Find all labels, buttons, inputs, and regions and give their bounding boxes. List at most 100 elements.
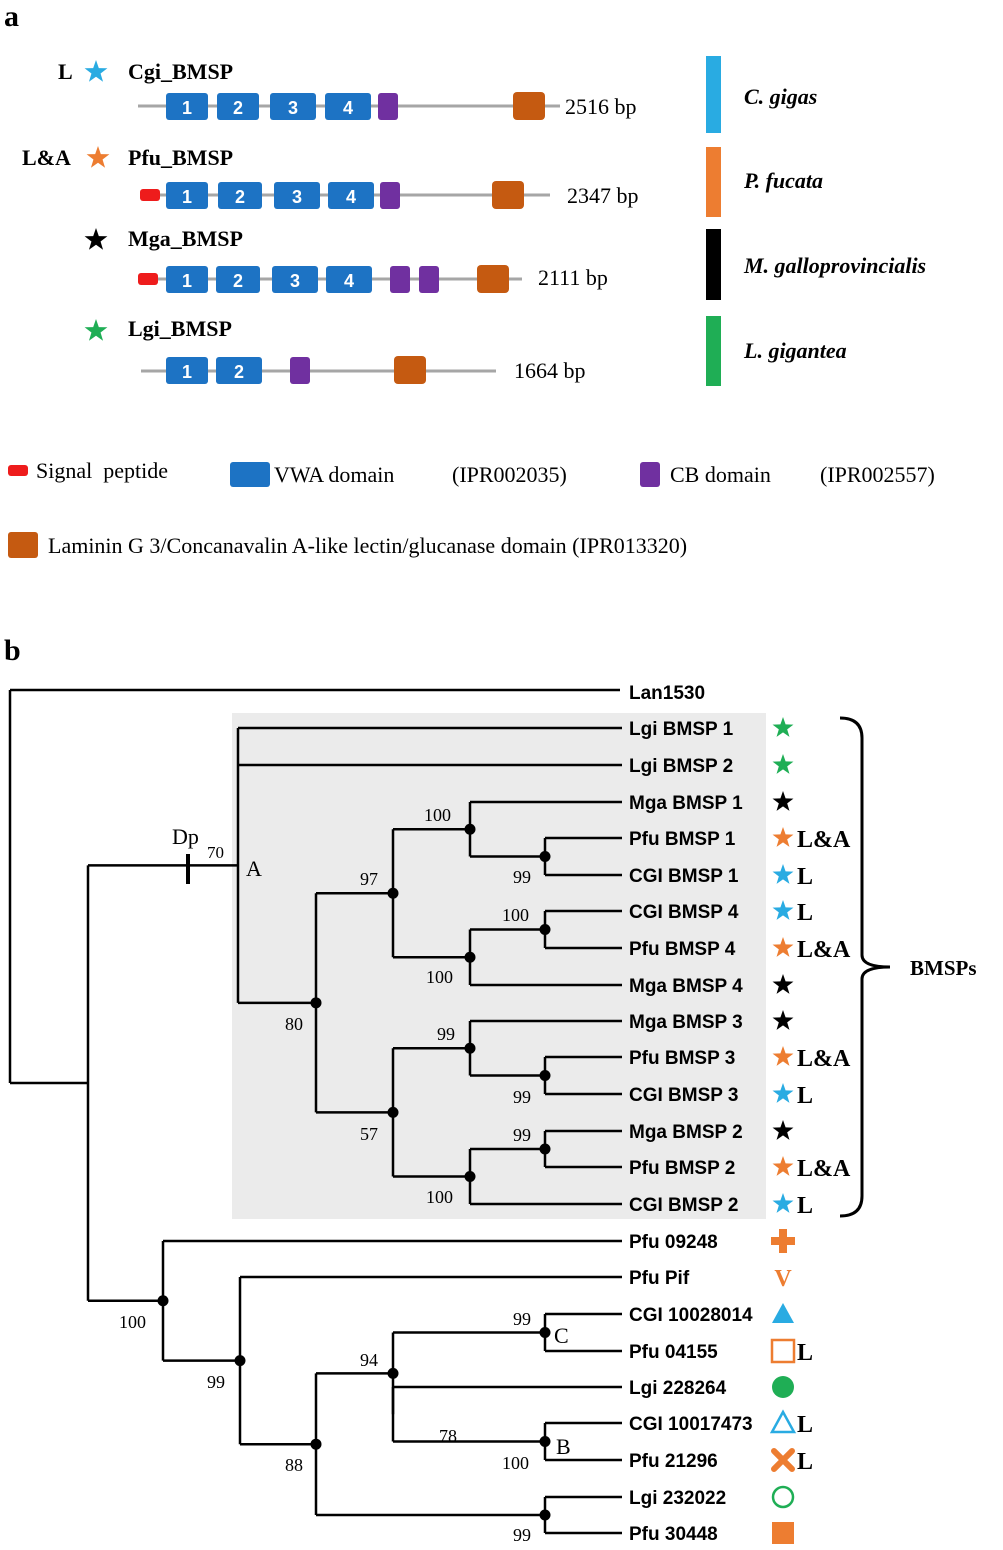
bootstrap-value: 94 bbox=[360, 1350, 378, 1370]
cross-icon bbox=[771, 1229, 795, 1253]
legend-vwa-swatch bbox=[230, 462, 270, 487]
star-icon bbox=[84, 228, 108, 250]
bootstrap-value: 78 bbox=[439, 1426, 457, 1446]
protein-length: 2347 bp bbox=[567, 183, 639, 208]
vwa-number: 3 bbox=[290, 271, 300, 291]
star-icon bbox=[772, 974, 794, 994]
star-icon bbox=[772, 827, 794, 847]
node-dot bbox=[539, 1327, 551, 1338]
leaf-tag: L&A bbox=[797, 1046, 851, 1072]
node-dot bbox=[539, 1436, 551, 1447]
bootstrap-value: 99 bbox=[207, 1372, 225, 1392]
leaf-tag: L&A bbox=[797, 1156, 851, 1182]
vwa-number: 1 bbox=[182, 271, 192, 291]
vwa-number: 1 bbox=[182, 98, 192, 118]
bmsp-bracket bbox=[839, 716, 891, 1218]
bootstrap-values: 100 97 99 100 100 80 99 99 57 99 100 100… bbox=[119, 805, 531, 1545]
panel-a-label: a bbox=[4, 0, 19, 33]
vwa-number: 2 bbox=[235, 187, 245, 207]
leaf-label: CGI BMSP 1 bbox=[629, 866, 739, 887]
protein-name: Mga_BMSP bbox=[128, 226, 243, 251]
node-dot bbox=[387, 1106, 399, 1118]
triangle-icon bbox=[772, 1303, 794, 1323]
x-icon bbox=[771, 1448, 795, 1472]
legend-signal-label: Signal peptide bbox=[36, 458, 168, 483]
v-icon: V bbox=[774, 1266, 792, 1292]
legend-vwa-label: VWA domain bbox=[274, 462, 394, 487]
leaf-tag: L bbox=[797, 1449, 813, 1475]
signal-peptide bbox=[140, 189, 160, 201]
vwa-domain bbox=[216, 266, 260, 293]
vwa-number: 3 bbox=[292, 187, 302, 207]
legend-lam-swatch bbox=[8, 532, 38, 558]
vwa-domain bbox=[216, 357, 262, 384]
bootstrap-value: 100 bbox=[426, 967, 453, 987]
bootstrap-value: 97 bbox=[360, 869, 378, 889]
laminin-domain bbox=[513, 92, 545, 120]
leaf-label: Mga BMSP 4 bbox=[629, 976, 743, 997]
protein-length: 1664 bp bbox=[514, 358, 586, 383]
leaf-tag: L&A bbox=[797, 827, 851, 853]
clade-label-b: B bbox=[556, 1434, 571, 1459]
tree-nodes bbox=[157, 823, 551, 1521]
protein-row-pfu: L&A Pfu_BMSP 1 2 3 4 2347 bp P. fucata bbox=[22, 145, 823, 217]
square-outline-icon bbox=[770, 1338, 796, 1364]
leaf-label: Mga BMSP 1 bbox=[629, 793, 743, 814]
leaf-label: Lgi BMSP 1 bbox=[629, 719, 734, 740]
species-bar bbox=[706, 229, 721, 300]
bootstrap-value: 100 bbox=[424, 805, 451, 825]
protein-length: 2516 bp bbox=[565, 94, 637, 119]
vwa-domain bbox=[326, 266, 372, 293]
panel-b-label: b bbox=[4, 634, 21, 667]
leaf-tag: L bbox=[797, 1083, 813, 1109]
vwa-number: 4 bbox=[343, 98, 353, 118]
vwa-domain bbox=[325, 93, 371, 120]
bootstrap-value: 100 bbox=[426, 1187, 453, 1207]
cb-domain bbox=[390, 266, 410, 293]
bootstrap-value: 57 bbox=[360, 1124, 378, 1144]
node-dot bbox=[539, 851, 551, 862]
leaf-tag: L bbox=[797, 1412, 813, 1438]
dp-value: 70 bbox=[207, 843, 224, 862]
star-icon bbox=[772, 1083, 794, 1103]
laminin-domain bbox=[477, 265, 509, 293]
node-dot bbox=[464, 1171, 476, 1182]
species-name: C. gigas bbox=[744, 84, 817, 109]
cb-domain bbox=[290, 357, 310, 384]
signal-peptide bbox=[138, 273, 158, 285]
bootstrap-value: 99 bbox=[513, 1525, 531, 1545]
legend-cb-label: CB domain bbox=[670, 462, 771, 487]
node-dot bbox=[464, 1042, 476, 1054]
node-dot bbox=[539, 924, 551, 935]
protein-name: Pfu_BMSP bbox=[128, 145, 233, 170]
star-icon bbox=[772, 1010, 794, 1030]
node-dot bbox=[539, 1509, 551, 1521]
domain-legend: Signal peptide VWA domain (IPR002035) CB… bbox=[8, 458, 935, 558]
leaf-label: Pfu 09248 bbox=[629, 1232, 718, 1253]
species-bar bbox=[706, 147, 721, 217]
leaf-label: CGI 10017473 bbox=[629, 1414, 753, 1435]
clade-label-a: A bbox=[246, 856, 262, 881]
leaf-tag: L bbox=[797, 864, 813, 890]
node-dot bbox=[234, 1355, 246, 1367]
node-dot bbox=[539, 1143, 551, 1155]
node-dot bbox=[157, 1295, 169, 1307]
vwa-number: 4 bbox=[344, 271, 354, 291]
node-dot bbox=[310, 997, 322, 1009]
star-icon bbox=[86, 146, 110, 168]
vwa-domain bbox=[218, 182, 262, 209]
star-icon bbox=[772, 1046, 794, 1066]
species-name: M. galloprovincialis bbox=[743, 253, 926, 278]
bootstrap-value: 99 bbox=[437, 1024, 455, 1044]
leaf-label: Lgi 228264 bbox=[629, 1378, 727, 1399]
species-name: L. gigantea bbox=[743, 338, 847, 363]
square-icon bbox=[772, 1522, 794, 1544]
bootstrap-value: 88 bbox=[285, 1455, 303, 1475]
star-icon bbox=[772, 1193, 794, 1213]
circle-outline-icon bbox=[771, 1485, 795, 1509]
vwa-domain bbox=[272, 266, 318, 293]
star-icon bbox=[84, 319, 108, 341]
legend-signal-swatch bbox=[8, 465, 28, 476]
